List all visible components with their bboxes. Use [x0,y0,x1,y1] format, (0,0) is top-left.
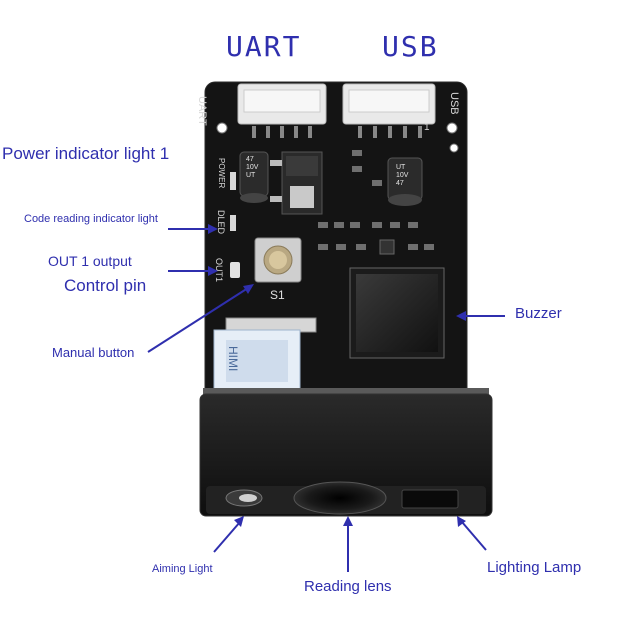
label-aiming-light: Aiming Light [152,563,213,575]
label-power-indicator: Power indicator light 1 [2,144,170,163]
buzzer-component [349,267,445,359]
dled-led [230,215,236,231]
label-out1-output: OUT 1 output [48,253,132,269]
uart-connector [237,83,327,138]
label-lighting-lamp: Lighting Lamp [487,559,582,576]
callout-arrows [147,224,505,572]
capacitor-right [387,157,423,206]
label-manual-button: Manual button [52,345,135,360]
lighting-lamp-window [401,489,459,509]
capacitor-left [239,151,269,203]
silk-dled: DLED [216,210,226,235]
silk-s1: S1 [270,288,285,302]
label-buzzer: Buzzer [515,305,562,322]
aiming-light-led [239,494,257,502]
uart-title: UART [226,30,302,63]
ribbon-print: HIMI [226,346,240,372]
cap-left-label: 47 10V UT [246,156,259,179]
label-control-pin: Control pin [64,276,147,295]
out1-pad [230,262,240,278]
regulator-chip [270,151,323,215]
ribbon-cable [213,317,317,395]
cap-right-label: UT 10V 47 [396,164,409,187]
manual-button-s1 [254,237,302,283]
silk-uart: UART [196,96,208,126]
smd-components [318,150,434,255]
usb-connector [342,83,436,138]
usb-title: USB [382,30,439,63]
silk-usb: USB [448,92,460,115]
pin-one-mark: 1 [424,122,430,133]
power-led [230,172,236,190]
label-code-reading-indicator: Code reading indicator light [24,213,158,225]
label-reading-lens: Reading lens [304,578,392,595]
silk-power: POWER [217,158,226,189]
reading-lens-window [293,481,387,515]
silk-out1: OUT1 [214,258,224,283]
